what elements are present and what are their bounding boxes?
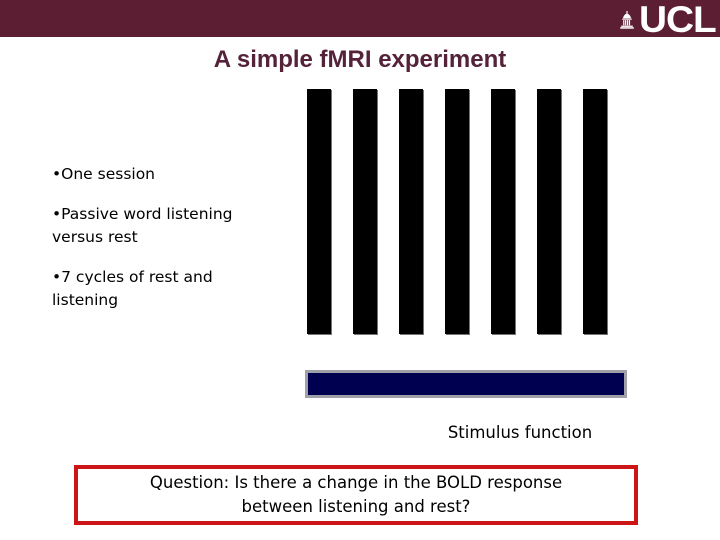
question-callout-box: Question: Is there a change in the BOLD …: [74, 465, 638, 525]
boxcar-bar: [491, 89, 515, 334]
ucl-dome-icon: [620, 11, 634, 29]
ucl-wordmark: UCL: [638, 0, 717, 40]
stimulus-function-label: Stimulus function: [447, 423, 593, 442]
question-line-2: between listening and rest?: [241, 497, 471, 516]
page-title: A simple fMRI experiment: [213, 46, 507, 73]
stimulus-function-bar: [305, 370, 627, 398]
list-item: •Passive word listening versus rest: [52, 205, 233, 246]
ucl-logo: UCL: [617, 1, 717, 38]
list-item: •One session: [52, 165, 156, 183]
question-line-1: Question: Is there a change in the BOLD …: [149, 473, 563, 492]
boxcar-bar: [307, 89, 331, 334]
boxcar-bar: [445, 89, 469, 334]
boxcar-bar: [537, 89, 561, 334]
header-band: UCL: [0, 0, 720, 38]
bullet-list: •One session •Passive word listening ver…: [52, 163, 262, 329]
boxcar-bar: [353, 89, 377, 334]
boxcar-bar: [583, 89, 607, 334]
boxcar-bar: [399, 89, 423, 334]
boxcar-stimulus-chart: [307, 89, 607, 334]
list-item: •7 cycles of rest and listening: [52, 268, 213, 309]
